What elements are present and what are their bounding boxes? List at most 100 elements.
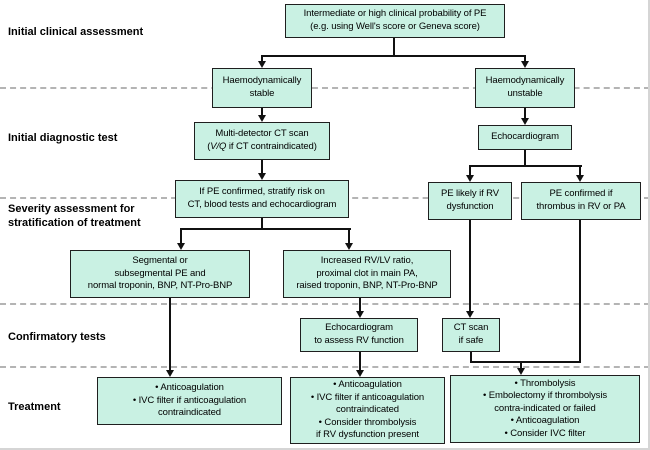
connector-to-pe-confirmed: [579, 165, 581, 176]
node-line: unstable: [507, 88, 543, 99]
arrowhead-to-increased: [345, 243, 353, 250]
node-line: stable: [249, 88, 275, 99]
connector-to-stable: [261, 55, 263, 62]
connector-ctsafe-down: [470, 352, 472, 363]
node-line: CT scan: [453, 322, 489, 334]
node-line: Echocardiogram: [325, 322, 393, 334]
connector-to-pe-likely: [469, 165, 471, 176]
node-line: contraindicated: [336, 404, 399, 416]
text-segment: if CT contraindicated): [226, 141, 317, 152]
connector-unstable-echo: [524, 108, 526, 119]
connector-top-down: [393, 38, 395, 56]
connector-merge: [470, 361, 581, 363]
connector-ctscan-stratify: [261, 160, 263, 174]
node-line: to assess RV function: [314, 335, 404, 346]
node-line: proximal clot in main PA,: [316, 267, 418, 279]
connector-merge-down: [520, 361, 522, 369]
arrowhead-to-treatright: [517, 368, 525, 375]
node-pe-confirmed-thrombus: PE confirmed if thrombus in RV or PA: [521, 182, 641, 220]
node-line: Increased RV/LV ratio,: [320, 255, 414, 267]
node-line: • IVC filter if anticoagulation: [310, 391, 425, 403]
node-haemodynamically-stable: Haemodynamically stable: [212, 68, 312, 108]
row-label-severity-assessment: Severity assessment for stratification o…: [8, 203, 141, 230]
connector-pelikely-ctsafe: [469, 220, 471, 312]
connector-stable-ctscan: [261, 108, 263, 116]
arrowhead-to-stable: [258, 61, 266, 68]
node-line: thrombus in RV or PA: [536, 201, 626, 212]
arrowhead-to-segmental: [177, 243, 185, 250]
connector-segmental-treatleft: [169, 298, 171, 371]
node-line: CT, blood tests and echocardiogram: [187, 199, 337, 210]
node-line: If PE confirmed, stratify risk on: [199, 186, 325, 198]
node-line: • Consider thrombolysis: [318, 416, 417, 428]
node-pe-likely-rv-dysfunction: PE likely if RV dysfunction: [428, 182, 512, 220]
dashed-separator-3: [0, 303, 648, 305]
node-line: • Embolectomy if thrombolysis: [483, 390, 607, 402]
arrowhead-to-pe-likely: [466, 175, 474, 182]
node-clinical-probability: Intermediate or high clinical probabilit…: [285, 4, 505, 38]
node-line: • Consider IVC filter: [504, 427, 586, 439]
node-treatment-thrombolysis: • Thrombolysis • Embolectomy if thrombol…: [450, 375, 640, 443]
node-line: if safe: [458, 335, 484, 346]
arrowhead-to-pe-confirmed: [576, 175, 584, 182]
node-line: (V/Q if CT contraindicated): [207, 141, 317, 154]
node-line: PE likely if RV: [441, 188, 499, 200]
arrowhead-to-echo: [521, 118, 529, 125]
node-line: • Anticoagulation: [155, 382, 224, 394]
node-treatment-consider-thrombolysis: • Anticoagulation • IVC filter if antico…: [290, 377, 445, 444]
node-line: Echocardiogram: [491, 131, 559, 143]
node-increased-rvlv-ratio: Increased RV/LV ratio, proximal clot in …: [283, 250, 451, 298]
node-segmental-pe: Segmental or subsegmental PE and normal …: [70, 250, 250, 298]
italic-vq: V/Q: [210, 141, 227, 152]
connector-echo-split: [470, 165, 582, 167]
connector-echo-down: [524, 150, 526, 167]
text-segment: (: [207, 141, 211, 152]
node-line: Segmental or: [132, 255, 188, 267]
node-line: subsegmental PE and: [114, 267, 206, 279]
node-line: contraindicated: [158, 407, 221, 419]
row-label-confirmatory-tests: Confirmatory tests: [8, 331, 106, 343]
dashed-separator-4: [0, 366, 648, 368]
node-line: Haemodynamically: [485, 75, 565, 87]
node-line: contra-indicated or failed: [494, 402, 596, 414]
node-line: dysfunction: [446, 201, 494, 212]
connector-increased-echo2: [359, 298, 361, 312]
node-echocardiogram: Echocardiogram: [478, 125, 572, 150]
node-echo-assess-rv: Echocardiogram to assess RV function: [300, 318, 418, 352]
connector-to-segmental: [180, 228, 182, 244]
connector-peconfirmed-down: [579, 220, 581, 363]
node-line: Multi-detector CT scan: [215, 128, 309, 140]
node-ct-scan-if-safe: CT scan if safe: [442, 318, 500, 352]
node-line: if RV dysfunction present: [316, 429, 419, 441]
node-line: PE confirmed if: [549, 188, 613, 200]
dashed-separator-1: [0, 87, 648, 89]
arrowhead-to-echo2: [356, 311, 364, 318]
arrowhead-to-stratify: [258, 173, 266, 180]
node-stratify-risk: If PE confirmed, stratify risk on CT, bl…: [175, 180, 349, 218]
row-label-initial-clinical-assessment: Initial clinical assessment: [8, 26, 144, 38]
connector-stratify-down: [261, 218, 263, 230]
node-line: • IVC filter if anticoagulation: [132, 394, 247, 406]
node-line: • Anticoagulation: [333, 379, 402, 391]
arrowhead-to-unstable: [521, 61, 529, 68]
row-label-treatment: Treatment: [8, 401, 61, 413]
node-line: • Anticoagulation: [510, 415, 580, 427]
arrowhead-to-treatmid: [356, 370, 364, 377]
node-line: Intermediate or high clinical probabilit…: [303, 8, 487, 20]
node-line: • Thrombolysis: [514, 377, 576, 389]
node-treatment-anticoagulation: • Anticoagulation • IVC filter if antico…: [97, 377, 282, 425]
row-label-initial-diagnostic-test: Initial diagnostic test: [8, 132, 118, 144]
connector-stratify-split: [181, 228, 351, 230]
arrowhead-to-ctscan: [258, 115, 266, 122]
connector-echo2-treatmid: [359, 352, 361, 371]
node-line: normal troponin, BNP, NT-Pro-BNP: [87, 280, 233, 292]
node-multidetector-ct-scan: Multi-detector CT scan (V/Q if CT contra…: [194, 122, 330, 160]
node-line: (e.g. using Well's score or Geneva score…: [310, 21, 480, 32]
connector-top-split: [262, 55, 526, 57]
node-line: raised troponin, BNP, NT-Pro-BNP: [296, 280, 438, 292]
connector-to-increased: [348, 228, 350, 244]
connector-to-unstable: [524, 55, 526, 62]
arrowhead-to-ctsafe: [466, 311, 474, 318]
node-line: Haemodynamically: [222, 75, 302, 87]
